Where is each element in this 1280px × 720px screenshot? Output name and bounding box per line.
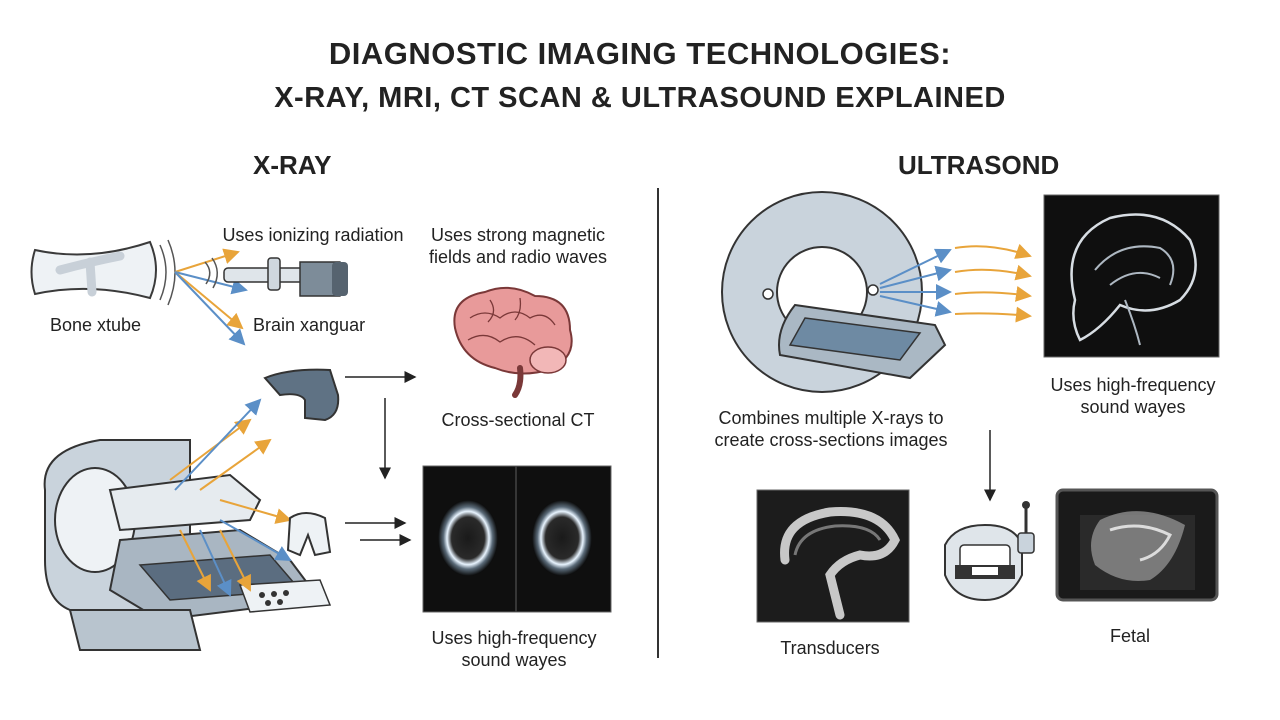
label-sound-left: Uses high-frequency sound wayes (431, 628, 597, 670)
coil-icon (263, 368, 340, 557)
ct-gantry-icon (721, 191, 947, 393)
transducer-device-icon (944, 501, 1035, 602)
label-combines: Combines multiple X-rays to create cross… (714, 408, 948, 450)
label-transducers: Transducers (780, 638, 880, 658)
brain-icon (453, 286, 573, 398)
flow-arrows-left (345, 371, 417, 546)
mri-brain-scan-image (1043, 194, 1220, 358)
page-title-line1: DIAGNOSTIC IMAGING TECHNOLOGIES: (328, 36, 952, 71)
mri-machine-icon (43, 439, 332, 651)
label-ionizing: Uses ionizing radiation (222, 225, 404, 245)
label-fetal: Fetal (1109, 626, 1151, 646)
page-title-line2: X-RAY, MRI, CT SCAN & ULTRASOUND EXPLAIN… (274, 82, 1006, 114)
center-divider (657, 188, 659, 658)
ray-fan-left (174, 248, 248, 346)
label-brain: Brain xanguar (253, 315, 366, 335)
label-magnetic: Uses strong magnetic fields and radio wa… (428, 225, 608, 267)
label-ct: Cross-sectional CT (441, 410, 595, 430)
ultrasound-heading: ULTRASOND (898, 150, 1060, 180)
xray-heading: X-RAY (253, 150, 332, 180)
bone-xray-icon (30, 239, 176, 306)
label-sound-right: Uses high-frequency sound wayes (1050, 375, 1216, 417)
label-bone: Bone xtube (50, 315, 142, 335)
ct-beam-arrows (879, 243, 1032, 323)
ultrasound-scan-image (756, 489, 910, 623)
mri-ray-arrows (169, 398, 292, 597)
fetal-ultrasound-image (1055, 488, 1219, 602)
ct-scan-images (422, 465, 612, 613)
xray-tube-device-icon (223, 257, 348, 297)
